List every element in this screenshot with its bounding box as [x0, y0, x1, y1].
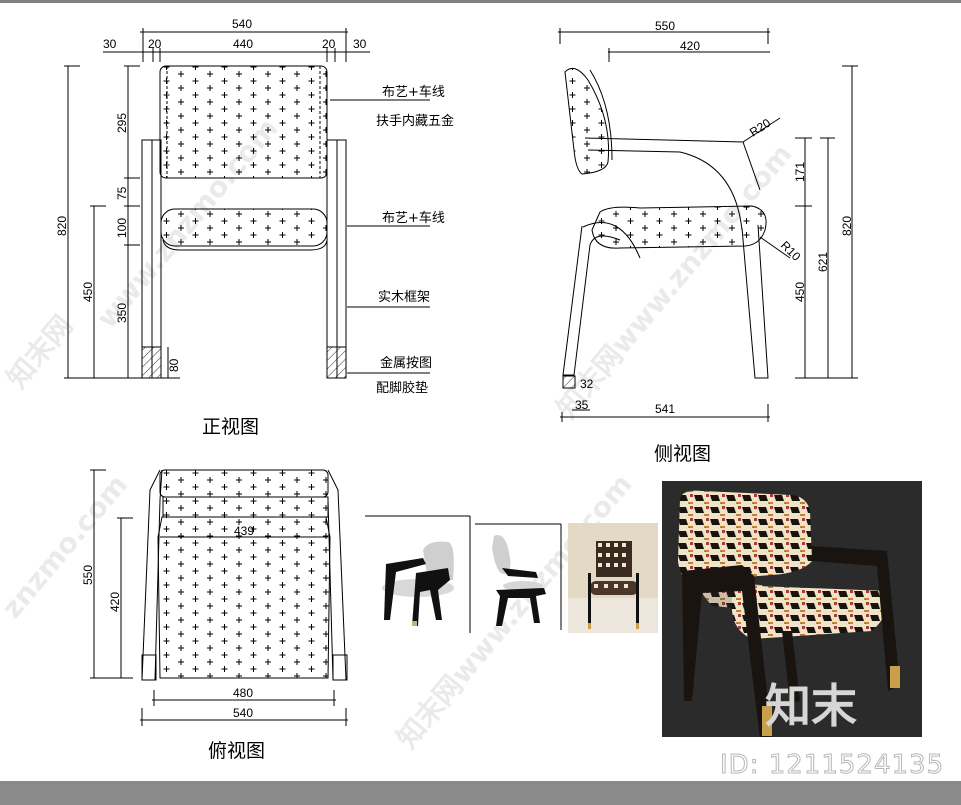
svg-text:439: 439 — [234, 524, 254, 538]
svg-text:20: 20 — [148, 37, 162, 51]
top-view — [90, 469, 348, 726]
svg-text:350: 350 — [115, 303, 129, 323]
svg-text:820: 820 — [840, 216, 854, 236]
side-view — [558, 28, 858, 422]
reference-photo-grey-chair-side — [478, 528, 560, 632]
svg-text:295: 295 — [115, 113, 129, 133]
svg-text:541: 541 — [655, 402, 675, 416]
side-view-dimensions: 550 420 R20 R10 171 621 820 450 32 35 54… — [575, 19, 854, 416]
svg-text:80: 80 — [167, 358, 181, 372]
svg-text:32: 32 — [580, 377, 594, 391]
front-view-dimensions: 540 30 20 440 20 30 295 75 100 350 820 4… — [55, 17, 367, 372]
resource-id-label: ID: 1211524135 — [719, 750, 945, 781]
svg-text:621: 621 — [816, 252, 830, 272]
render-image-patterned-armchair — [662, 481, 922, 737]
svg-text:440: 440 — [233, 37, 253, 51]
svg-text:知末网: 知末网 — [0, 309, 79, 395]
svg-text:扶手内藏五金: 扶手内藏五金 — [376, 113, 454, 129]
svg-text:420: 420 — [680, 39, 700, 53]
svg-text:480: 480 — [233, 686, 253, 700]
top-view-dimensions: 550 420 439 480 540 — [81, 524, 254, 720]
svg-text:100: 100 — [115, 218, 129, 238]
svg-text:820: 820 — [55, 216, 69, 236]
photo-frame-lines — [365, 515, 562, 633]
front-view — [64, 28, 430, 379]
svg-text:金属按图: 金属按图 — [380, 355, 432, 371]
svg-text:布艺+车线: 布艺+车线 — [382, 210, 445, 226]
svg-text:配脚胶垫: 配脚胶垫 — [376, 380, 428, 396]
reference-photo-grey-chair-angle — [368, 520, 468, 632]
svg-text:R10: R10 — [778, 238, 804, 264]
front-view-caption: 正视图 — [202, 416, 259, 438]
svg-text:R20: R20 — [747, 116, 773, 140]
svg-text:550: 550 — [655, 19, 675, 33]
svg-text:450: 450 — [793, 282, 807, 302]
svg-text:540: 540 — [233, 706, 253, 720]
svg-text:30: 30 — [353, 37, 367, 51]
front-view-notes: 布艺+车线 扶手内藏五金 布艺+车线 实木框架 金属按图 配脚胶垫 — [376, 84, 454, 396]
side-view-caption: 侧视图 — [654, 443, 711, 465]
svg-text:550: 550 — [81, 565, 95, 585]
bottom-bar — [0, 781, 961, 805]
svg-text:实木框架: 实木框架 — [378, 290, 430, 305]
reference-photo-patterned-chair-front — [568, 523, 658, 633]
top-view-caption: 俯视图 — [208, 740, 265, 762]
svg-text:35: 35 — [575, 398, 589, 412]
svg-text:420: 420 — [108, 592, 122, 612]
svg-text:171: 171 — [793, 162, 807, 182]
svg-text:540: 540 — [232, 17, 252, 31]
svg-text:450: 450 — [81, 282, 95, 302]
top-border-bar — [0, 0, 961, 3]
svg-text:30: 30 — [103, 37, 117, 51]
svg-text:布艺+车线: 布艺+车线 — [382, 84, 445, 100]
brand-logo-watermark: 知末 — [765, 679, 857, 733]
svg-text:20: 20 — [322, 37, 336, 51]
svg-text:75: 75 — [115, 186, 129, 200]
